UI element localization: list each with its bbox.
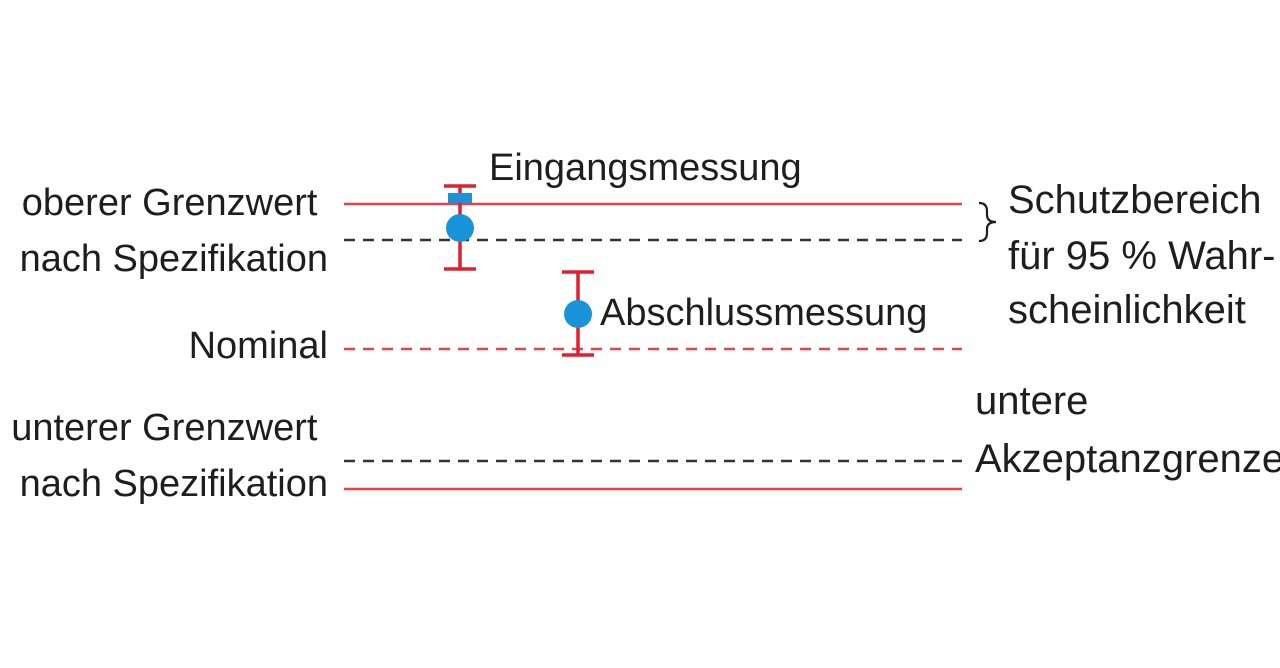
protection-zone-label-line-1: Schutzbereich — [1008, 178, 1261, 222]
upper-limit-label-line-2: nach Spezifikation — [20, 238, 328, 280]
lower-limit-label-line-1: unterer Grenzwert — [11, 407, 318, 449]
protection-zone-label-line-3: scheinlichkeit — [1008, 288, 1246, 332]
incoming-measurement-point — [446, 214, 474, 242]
incoming-measurement-errorbar — [444, 184, 476, 271]
upper-limit-label-line-1: oberer Grenzwert — [22, 182, 318, 224]
incoming-measurement-label: Eingangsmessung — [489, 147, 802, 189]
final-measurement-label: Abschlussmessung — [600, 292, 927, 334]
final-measurement-point — [564, 300, 592, 328]
lower-acceptance-label-line-2: Akzeptanzgrenze — [975, 437, 1280, 481]
upper-limit-label: oberer Grenzwert nach Spezifikation — [20, 182, 328, 280]
protection-zone-label: Schutzbereich für 95 % Wahr- scheinlichk… — [1008, 178, 1280, 332]
lower-acceptance-label: untere Akzeptanzgrenze — [975, 379, 1280, 481]
protection-zone-label-line-2: für 95 % Wahr- — [1008, 234, 1275, 278]
incoming-overlap-marker — [448, 193, 472, 203]
lower-acceptance-label-line-1: untere — [975, 379, 1088, 423]
lower-limit-label-line-2: nach Spezifikation — [20, 463, 328, 505]
final-measurement-errorbar — [562, 270, 594, 357]
lower-limit-label: unterer Grenzwert nach Spezifikation — [11, 407, 328, 505]
right-curly-brace-icon — [978, 201, 997, 243]
nominal-label: Nominal — [189, 325, 328, 367]
